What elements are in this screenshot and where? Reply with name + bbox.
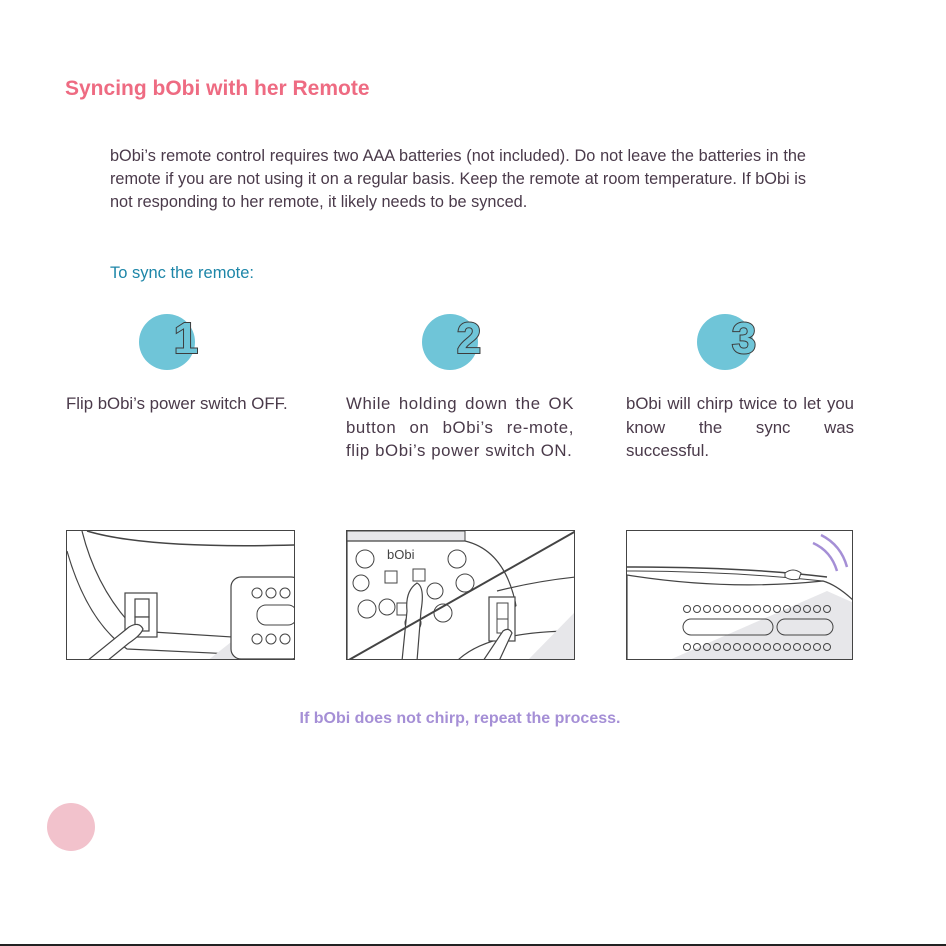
page-number-dot [47,803,95,851]
step-3-number: 3 [732,314,756,363]
remote-label: bObi [387,547,415,562]
step-1-circle [139,314,195,370]
step-2-number: 2 [457,314,481,363]
intro-paragraph: bObi’s remote control requires two AAA b… [110,147,806,211]
step-2-illustration: bObi [346,530,575,660]
step-3-text: bObi will chirp twice to let you know th… [626,394,854,460]
step-2-text: While holding down the OK button on bObi… [346,394,574,460]
step-2-badge: 2 [421,313,541,373]
bottom-rule [0,944,946,946]
step-3-circle [697,314,753,370]
step-1-badge: 1 [138,313,258,373]
step-2-circle [422,314,478,370]
page-title: Syncing bObi with her Remote [65,77,370,100]
step-3-badge: 3 [696,313,816,373]
step-3-illustration [626,530,853,660]
step-1-number: 1 [174,314,198,363]
sync-subheading: To sync the remote: [110,264,254,282]
repeat-note: If bObi does not chirp, repeat the proce… [299,710,621,727]
step-1-text: Flip bObi’s power switch OFF. [66,394,288,413]
step-1-illustration [66,530,295,660]
